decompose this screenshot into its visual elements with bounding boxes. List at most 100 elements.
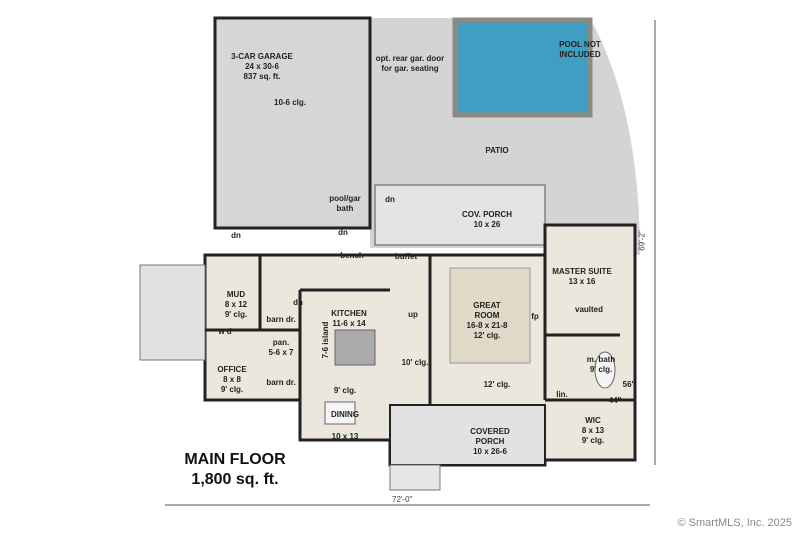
room-label-line: dn xyxy=(338,228,348,237)
room-label-barn1: barn dr. xyxy=(266,315,295,325)
room-label-line: GREAT xyxy=(473,301,501,310)
room-label-line: 11-6 x 14 xyxy=(332,319,366,328)
room-label-line: 8 x 13 xyxy=(581,426,605,435)
pool xyxy=(452,17,593,118)
room-label-line: barn dr. xyxy=(266,315,296,324)
room-label-line: MASTER SUITE xyxy=(552,267,612,276)
room-label-up: up xyxy=(408,310,418,320)
room-label-barn2: barn dr. xyxy=(266,378,295,388)
width-dimension: 72'-0" xyxy=(392,495,413,504)
room-label-line: 10 x 26-6 xyxy=(473,447,507,456)
room-label-dining-size: 10 x 13 xyxy=(332,432,359,442)
floor-area: 1,800 sq. ft. xyxy=(191,471,279,488)
room-label-line: OFFICE xyxy=(217,365,247,374)
room-label-line: 5-6 x 7 xyxy=(268,348,294,357)
room-label-line: PORCH xyxy=(475,437,505,446)
room-label-pantry: pan.5-6 x 7 xyxy=(269,338,294,358)
room-label-line: ROOM xyxy=(474,311,500,320)
room-label-line: 10-6 clg. xyxy=(273,98,307,107)
room-label-line: 7-6 island xyxy=(321,321,330,359)
room-label-line: 12' clg. xyxy=(483,380,511,389)
room-label-fp: fp xyxy=(531,312,539,322)
room-label-line: 13 x 16 xyxy=(568,277,596,286)
room-label-line: bath xyxy=(336,204,354,213)
room-label-dn2: dn xyxy=(338,228,348,238)
room-label-line: KITCHEN xyxy=(331,309,367,318)
room-label-dn1: dn xyxy=(231,231,241,241)
copyright: © SmartMLS, Inc. 2025 xyxy=(677,517,793,529)
room-label-shower-w: 44" xyxy=(609,396,622,406)
room-label-vaulted: vaulted xyxy=(575,305,603,315)
room-label-ten-clg: 10' clg. xyxy=(402,358,429,368)
tub xyxy=(594,351,616,389)
room-label-line: 3-CAR GARAGE xyxy=(231,52,293,61)
room-label-lin: lin. xyxy=(556,390,568,400)
room-label-line: 9' clg. xyxy=(220,385,244,394)
room-label-line: INCLUDED xyxy=(559,50,601,59)
front-steps xyxy=(389,464,441,491)
room-label-wd: w d xyxy=(218,327,231,337)
room-label-line: 12' clg. xyxy=(473,331,501,340)
room-label-line: POOL NOT xyxy=(559,40,601,49)
room-label-dn4: dn xyxy=(293,298,303,308)
room-label-line: dn xyxy=(293,298,303,307)
room-label-line: 44" xyxy=(608,396,622,405)
room-label-line: bench xyxy=(340,251,364,260)
room-label-line: buffet xyxy=(394,252,418,261)
room-label-line: lin. xyxy=(556,390,568,399)
room-label-line: dn xyxy=(231,231,241,240)
room-label-garage-clg: 10-6 clg. xyxy=(274,98,306,108)
room-label-line: 9' clg. xyxy=(333,386,357,395)
rear-covered-porch xyxy=(389,404,546,466)
room-label-line: for gar. seating xyxy=(381,64,439,73)
room-label-buffet: buffet xyxy=(395,252,417,262)
room-label-line: 56" xyxy=(622,380,636,389)
room-label-dn3: dn xyxy=(385,195,395,205)
room-label-line: dn xyxy=(385,195,395,204)
cov-porch-top xyxy=(374,184,546,246)
room-label-kit-clg: 9' clg. xyxy=(334,386,356,396)
room-label-line: up xyxy=(408,310,418,319)
room-label-line: 9' clg. xyxy=(589,365,613,374)
room-label-line: 10 x 13 xyxy=(331,432,359,441)
room-label-line: 10' clg. xyxy=(401,358,429,367)
room-label-line: DINING xyxy=(331,410,359,419)
room-label-line: 8 x 12 xyxy=(224,300,248,309)
room-label-patio: PATIO xyxy=(485,146,508,156)
dining-table xyxy=(324,401,356,425)
room-label-line: 9' clg. xyxy=(581,436,605,445)
room-label-twelve-clg: 12' clg. xyxy=(484,380,511,390)
room-label-line: 9' clg. xyxy=(224,310,248,319)
room-label-line: COV. PORCH xyxy=(462,210,512,219)
room-label-line: vaulted xyxy=(574,305,604,314)
room-label-line: pan. xyxy=(272,338,290,347)
room-label-line: MUD xyxy=(226,290,246,299)
room-label-line: 16-8 x 21-8 xyxy=(466,321,508,330)
room-label-line: opt. rear gar. door xyxy=(375,54,445,63)
island xyxy=(334,329,376,366)
room-label-line: WIC xyxy=(585,416,601,425)
room-label-line: COVERED xyxy=(470,427,510,436)
room-label-line: 10 x 26 xyxy=(473,220,501,229)
room-label-line: 8 x 8 xyxy=(223,375,241,384)
room-label-line: fp xyxy=(531,312,539,321)
room-label-line: pool/gar xyxy=(329,194,361,203)
floor-title: MAIN FLOOR 1,800 sq. ft. xyxy=(184,450,285,490)
room-label-line: PATIO xyxy=(485,146,509,155)
room-label-line: barn dr. xyxy=(266,378,296,387)
room-label-bench: bench xyxy=(340,251,364,261)
